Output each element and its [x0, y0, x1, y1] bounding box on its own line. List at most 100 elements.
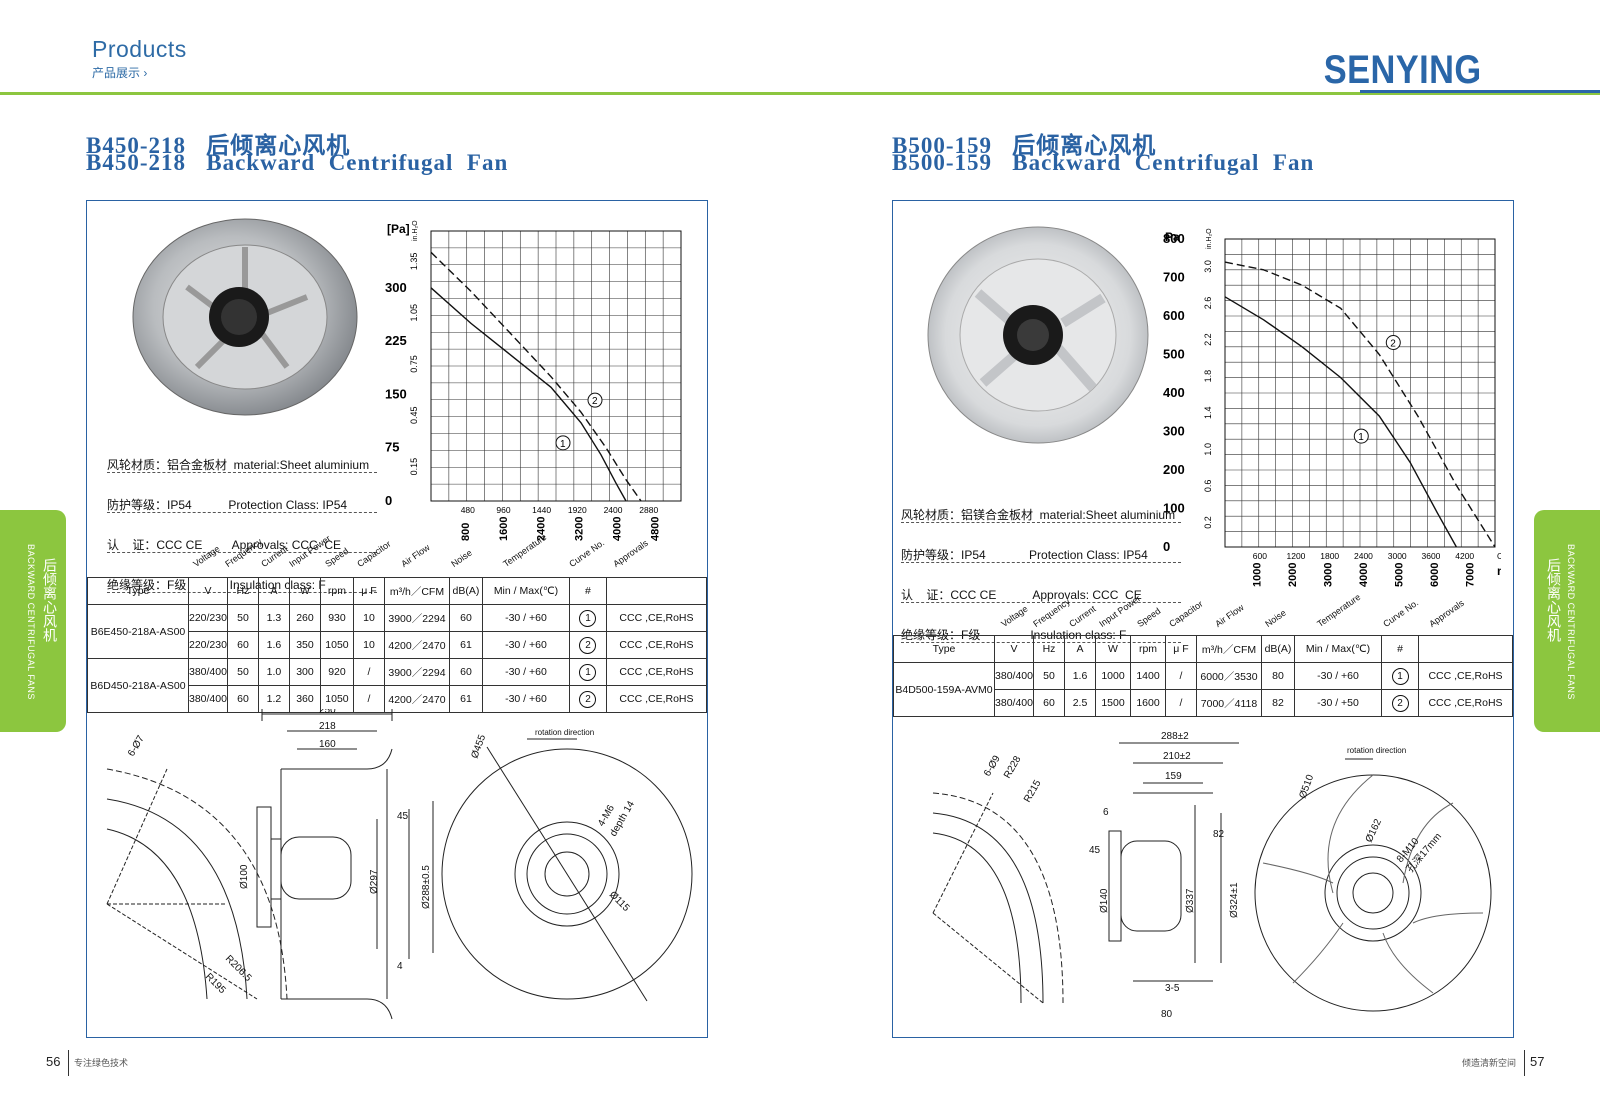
performance-chart: 01002003004005006007008000.20.61.01.41.8…: [1163, 228, 1501, 587]
table-units-row: Type V Hz A W rpm μ F m³/h／CFM dB(A) Min…: [87, 577, 708, 605]
col-header: Input Power: [1097, 593, 1143, 629]
unit-cell: m³/h／CFM: [1196, 635, 1262, 663]
x2-tick-label: 3600: [1422, 551, 1441, 561]
unit-cell: A: [1064, 635, 1096, 663]
x-tick-label: 3000: [1323, 563, 1335, 587]
dim-label: Ø140: [1099, 888, 1110, 913]
x2-tick-label: 1200: [1287, 551, 1306, 561]
spec-line: 风轮材质：铝合金板材 material:Sheet aluminium: [107, 459, 377, 473]
dim-label: R206.5: [223, 953, 254, 984]
section-title: Products: [92, 36, 187, 62]
x-tick-label: 1000: [1252, 563, 1264, 587]
dim-label: Ø324±1: [1229, 882, 1240, 918]
col-header: Approvals: [1427, 597, 1466, 629]
y2-tick-label: 2.6: [1203, 297, 1213, 310]
dim-label: Ø297: [369, 869, 380, 894]
col-header: Voltage: [191, 543, 222, 569]
dim-label: Ø337: [1185, 888, 1196, 913]
y-tick-label: 100: [1163, 501, 1185, 516]
series-line-1: [1224, 296, 1458, 548]
product-panel-b450: 风轮材质：铝合金板材 material:Sheet aluminium 防护等级…: [86, 200, 708, 1038]
performance-chart: 0751502253000.150.450.751.051.35[Pa]in.H…: [385, 220, 682, 541]
unit-cell: rpm: [1130, 635, 1166, 663]
curve-cell: 1: [568, 658, 607, 686]
cap-cell: /: [1165, 662, 1197, 690]
curve-number: 1: [579, 663, 597, 681]
header-rule: [0, 92, 1600, 95]
a-cell: 1.3: [257, 604, 290, 632]
dim-label: 250: [319, 709, 336, 716]
v-cell: 380/400: [994, 689, 1034, 717]
y-tick-label: 300: [1163, 424, 1185, 439]
unit-cell: V: [994, 635, 1034, 663]
unit-cell: μ F: [352, 577, 385, 605]
curve-number: 2: [579, 636, 597, 654]
table-header-rotated: Voltage Frequency Current Input Power Sp…: [87, 532, 707, 577]
y-tick-label: 225: [385, 333, 407, 348]
y-tick-label: 300: [385, 280, 407, 295]
spec-line: 防护等级：IP54 Protection Class: IP54: [107, 499, 377, 513]
dim-label: 6-Ø9: [982, 753, 1003, 778]
y-tick-label: 75: [385, 440, 399, 455]
curve-cell: 1: [568, 604, 607, 632]
dim-label: 159: [1165, 771, 1182, 782]
unit-cell: Hz: [226, 577, 259, 605]
series-marker-1: [1353, 428, 1369, 444]
cap-cell: /: [352, 658, 385, 686]
spec-table: Type V Hz A W rpm μ F m³/h／CFM dB(A) Min…: [893, 635, 1513, 717]
dim-label: 45: [1089, 845, 1101, 856]
series-marker-2: [587, 392, 603, 408]
a-cell: 2.5: [1064, 689, 1096, 717]
y2-tick-label: 0.15: [409, 458, 419, 476]
y-tick-label: 700: [1163, 270, 1185, 285]
cap-cell: 10: [352, 631, 385, 659]
dim-label: Ø510: [1297, 773, 1316, 800]
x-tick-label: 2400: [536, 517, 548, 541]
y2-tick-label: 1.35: [409, 253, 419, 271]
appr-cell: CCC ,CE,RoHS: [1418, 689, 1513, 717]
w-cell: 300: [288, 658, 321, 686]
y-axis-label: [Pa]: [387, 222, 410, 236]
col-header: Current: [259, 543, 290, 569]
w-cell: 360: [288, 685, 321, 713]
appr-cell: CCC ,CE,RoHS: [605, 631, 708, 659]
a-cell: 1.6: [1064, 662, 1096, 690]
rpm-cell: 920: [319, 658, 354, 686]
dim-label: R228: [1002, 754, 1024, 781]
y2-tick-label: 2.2: [1203, 333, 1213, 346]
col-header: Noise: [449, 547, 474, 569]
dim-label: 4: [397, 961, 403, 972]
rpm-cell: 930: [319, 604, 354, 632]
x-tick-label: 3200: [574, 517, 586, 541]
curve-number: 2: [579, 690, 597, 708]
hz-cell: 60: [226, 631, 259, 659]
dim-label: 6: [1103, 807, 1109, 818]
col-header: Curve No.: [1381, 597, 1421, 629]
side-tab-cn-right: 后倾离心风机: [1546, 558, 1562, 642]
unit-cell: dB(A): [1261, 635, 1295, 663]
dim-label: Ø100: [239, 864, 250, 889]
temp-cell: -30 / +60: [481, 658, 570, 686]
series-label: 2: [1390, 339, 1396, 350]
page-number-left: 56: [46, 1054, 61, 1069]
unit-cell: dB(A): [448, 577, 483, 605]
dim-label: rotation direction: [535, 728, 594, 737]
rpm-cell: 1400: [1130, 662, 1166, 690]
side-tab-en: BACKWARD CENTRIFUGAL FANS: [26, 544, 36, 700]
type-cell: B4D500-159A-AVM0: [893, 662, 995, 717]
w-cell: 1500: [1095, 689, 1131, 717]
v-cell: 220/230: [188, 604, 228, 632]
x-axis-label: m³/h: [1497, 564, 1501, 578]
x2-tick-label: 4200: [1455, 551, 1474, 561]
db-cell: 60: [448, 604, 483, 632]
col-header: Air Flow: [1213, 602, 1246, 629]
flow-cell: 3900／2294: [383, 604, 450, 632]
dim-label: depth 14: [608, 799, 637, 839]
temp-cell: -30 / +60: [481, 604, 570, 632]
dim-label: Ø288±0.5: [421, 865, 432, 909]
type-cell: B6D450-218A-AS00: [87, 658, 189, 713]
product-title-en: B450-218 Backward Centrifugal Fan: [86, 150, 509, 175]
